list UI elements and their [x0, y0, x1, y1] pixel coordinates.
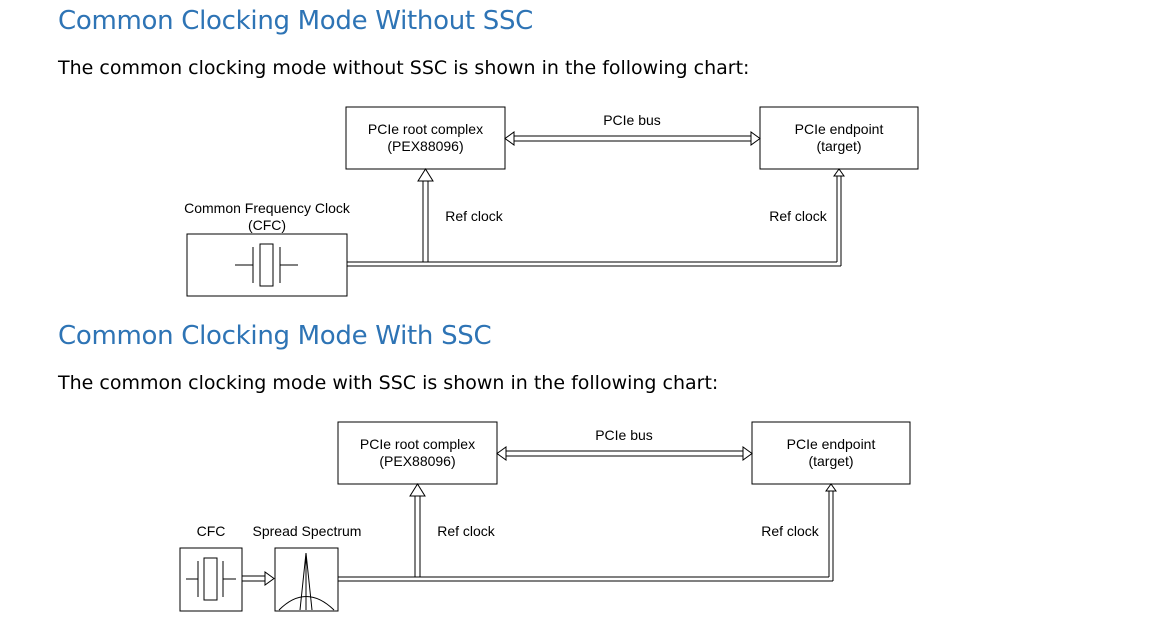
root-complex-model: (PEX88096): [379, 453, 455, 469]
cfc-label: Common Frequency Clock: [184, 200, 351, 216]
pcie-bus-label: PCIe bus: [595, 427, 653, 443]
endpoint-label: PCIe endpoint: [795, 121, 884, 137]
ref-clock-label-right: Ref clock: [769, 208, 828, 224]
ref-clock-lines: [347, 168, 845, 267]
spread-spectrum-label: Spread Spectrum: [253, 523, 362, 539]
section-intro-without-ssc: The common clocking mode without SSC is …: [58, 57, 750, 79]
crystal-oscillator-icon: [235, 243, 298, 287]
section-heading-with-ssc: Common Clocking Mode With SSC: [58, 321, 492, 351]
root-complex-model: (PEX88096): [387, 138, 463, 154]
section-intro-with-ssc: The common clocking mode with SSC is sho…: [58, 372, 719, 394]
endpoint-target: (target): [808, 453, 853, 469]
root-complex-label: PCIe root complex: [360, 436, 475, 452]
root-complex-box: [337, 421, 498, 485]
pcie-bus-arrow: [504, 131, 761, 146]
pcie-bus-arrow: [496, 446, 753, 461]
cfc-label: CFC: [197, 523, 226, 539]
root-complex-box: [345, 106, 506, 170]
pcie-bus-label: PCIe bus: [603, 112, 661, 128]
ref-clock-label-left: Ref clock: [437, 523, 496, 539]
root-complex-label: PCIe root complex: [368, 121, 483, 137]
section-heading-without-ssc: Common Clocking Mode Without SSC: [58, 6, 534, 36]
ref-clock-label-right: Ref clock: [761, 523, 820, 539]
spread-spectrum-icon: [278, 552, 335, 611]
endpoint-box: [751, 421, 911, 485]
endpoint-label: PCIe endpoint: [787, 436, 876, 452]
cfc-abbrev: (CFC): [248, 217, 286, 233]
endpoint-box: [759, 106, 919, 170]
endpoint-target: (target): [816, 138, 861, 154]
ref-clock-label-left: Ref clock: [445, 208, 504, 224]
cfc-to-ssc-arrow: [242, 571, 275, 586]
crystal-oscillator-icon: [186, 557, 236, 601]
ref-clock-lines: [338, 483, 837, 582]
